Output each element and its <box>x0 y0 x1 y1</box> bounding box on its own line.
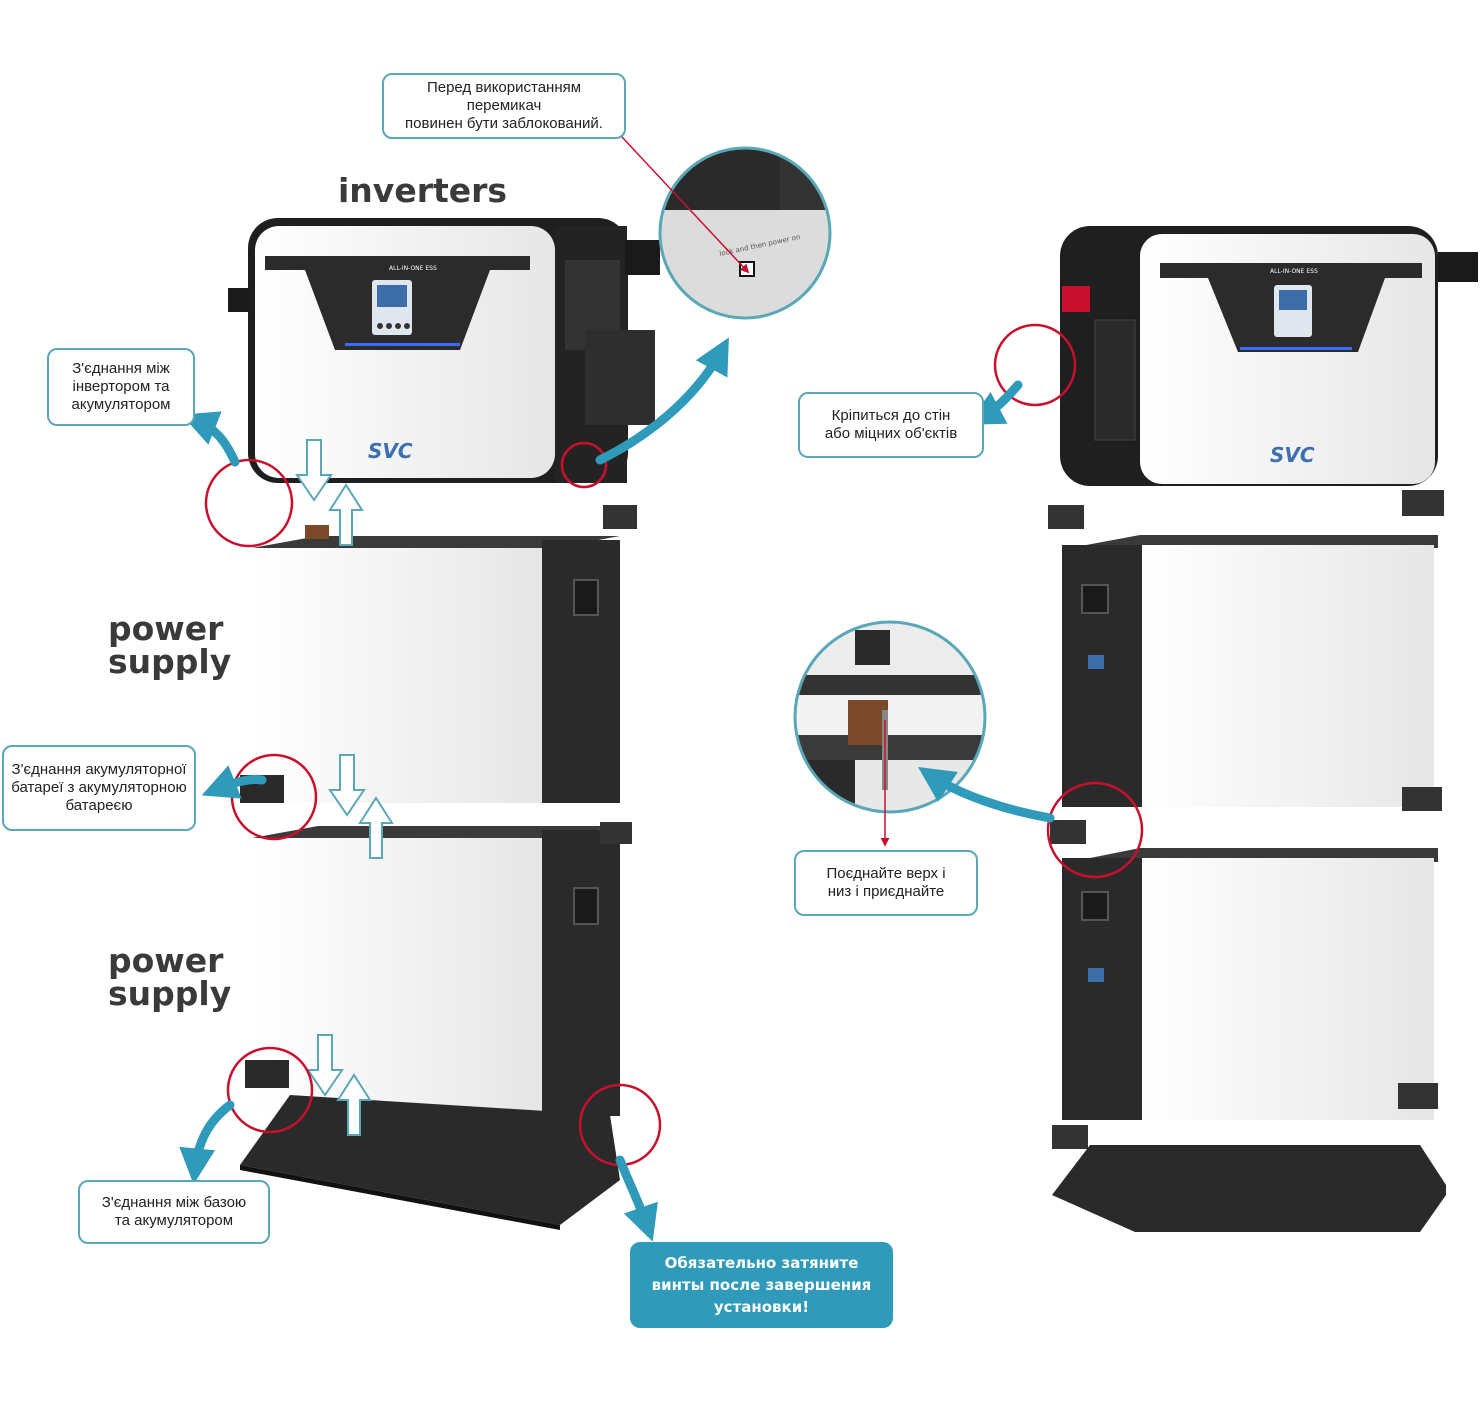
right-battery-1 <box>1048 490 1444 811</box>
right-battery-2 <box>1050 820 1438 1120</box>
label-power-supply-1: power supply <box>108 609 232 681</box>
left-battery-2 <box>240 775 632 1116</box>
brand-logo-left: SVC <box>368 439 413 463</box>
callout-wall-mount: Кріпиться до стін або міцних об'єктів <box>798 392 984 458</box>
panel-title-right: ALL-IN-ONE ESS <box>1270 268 1318 275</box>
right-inverter <box>1060 226 1478 486</box>
right-highlight-circles <box>993 323 1144 879</box>
callout-inverter-battery: З'єднання між інвертором та акумулятором <box>47 348 195 426</box>
zoom-switch-lock <box>658 146 832 320</box>
left-inverter <box>228 218 660 483</box>
left-align-arrows <box>295 439 394 1136</box>
right-base <box>1052 1125 1446 1232</box>
zoom-alignment <box>793 620 987 814</box>
label-power-supply-2: power supply <box>108 941 232 1013</box>
left-blue-arrows <box>179 337 729 1242</box>
warning-tighten-screws: Обязательно затяните винты после заверше… <box>630 1242 893 1328</box>
left-base <box>240 1095 620 1230</box>
callout-switch-lock: Перед використанням перемикач повинен бу… <box>382 73 626 139</box>
panel-title-left: ALL-IN-ONE ESS <box>389 265 437 272</box>
switch-pointer-line <box>621 136 750 274</box>
left-battery-1 <box>252 505 637 803</box>
brand-logo-right: SVC <box>1270 443 1315 467</box>
callout-align-top-bottom: Поєднайте верх і низ і приєднайте <box>794 850 978 916</box>
callout-battery-battery: З'єднання акумуляторної батареї з акумул… <box>2 745 196 831</box>
label-inverters: inverters <box>338 171 508 210</box>
callout-base-battery: З'єднання між базою та акумулятором <box>78 1180 270 1244</box>
